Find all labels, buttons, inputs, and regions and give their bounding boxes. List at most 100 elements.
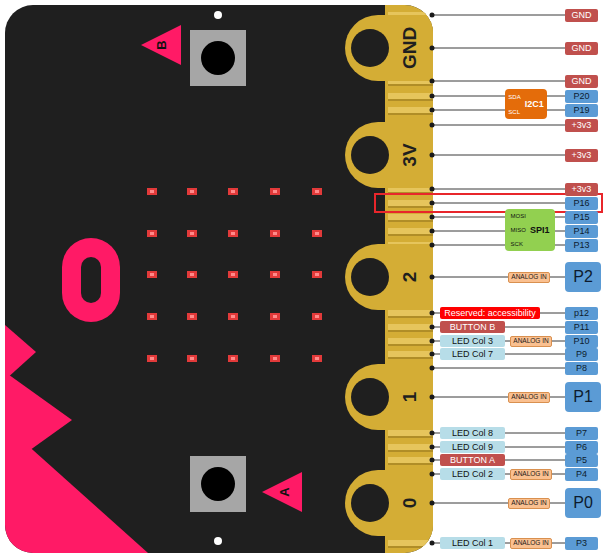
- logo-triangle: [5, 425, 148, 553]
- led: [312, 271, 322, 278]
- large-pin-label: P2: [565, 262, 601, 292]
- pin-dot: [430, 79, 435, 84]
- pin-dot: [430, 325, 435, 330]
- led-glint: [150, 315, 154, 318]
- pin-text: P2: [573, 269, 593, 285]
- led-glint: [231, 273, 235, 276]
- pin-text: Reserved: accessibility: [444, 309, 536, 318]
- led: [187, 230, 197, 237]
- pin-label: P8: [565, 362, 598, 375]
- logo-triangle: [5, 325, 36, 380]
- led: [228, 313, 238, 320]
- pin-strip: [388, 444, 433, 450]
- pin-label: P10: [565, 335, 598, 348]
- pin-text: BUTTON A: [450, 456, 495, 465]
- pin-label: P15: [565, 211, 598, 224]
- pin-text: LED Col 2: [452, 470, 493, 479]
- pin-text: P10: [573, 337, 589, 346]
- pin-strip: [388, 351, 433, 357]
- pin-gap: [388, 331, 433, 332]
- mount-hole: [214, 11, 222, 19]
- led: [312, 313, 322, 320]
- led-glint: [231, 232, 235, 235]
- pin-text: P20: [573, 92, 589, 101]
- pin-strip: [388, 338, 433, 344]
- edge-connector: [5, 5, 433, 553]
- button-tag: BUTTON B: [440, 321, 505, 333]
- pin-gap: [388, 207, 433, 208]
- pin-text: P4: [576, 470, 587, 479]
- pin-gap: [388, 437, 433, 438]
- mount-hole: [214, 537, 222, 545]
- pin-strip: [388, 228, 433, 234]
- pin-dot: [430, 339, 435, 344]
- pin-dot: [430, 229, 435, 234]
- pin-gap: [388, 114, 433, 115]
- logo: [62, 238, 120, 322]
- pin-dot: [430, 123, 435, 128]
- led-column-tag: LED Col 3: [440, 335, 505, 347]
- pin-dot: [430, 395, 435, 400]
- pin-gap: [388, 85, 433, 86]
- pin-gap: [388, 221, 433, 222]
- pin-text: P3: [576, 539, 587, 548]
- pin-wire: [432, 15, 570, 16]
- pin-dot: [430, 472, 435, 477]
- led-glint: [315, 190, 319, 193]
- led: [147, 230, 157, 237]
- led-glint: [190, 190, 194, 193]
- pin-text: P16: [573, 199, 589, 208]
- led: [312, 355, 322, 362]
- led: [228, 355, 238, 362]
- led-glint: [315, 357, 319, 360]
- led-glint: [315, 232, 319, 235]
- led: [270, 188, 280, 195]
- pin-text: P5: [576, 456, 587, 465]
- pin-text: P15: [573, 213, 589, 222]
- pin-label: p12: [565, 307, 598, 320]
- led: [147, 271, 157, 278]
- led-glint: [273, 357, 277, 360]
- pin-gap: [388, 358, 433, 359]
- pad-label: 3V: [400, 143, 419, 166]
- pin-text: P6: [576, 443, 587, 452]
- led-glint: [190, 273, 194, 276]
- pad-hole: [351, 484, 389, 522]
- pin-dot: [430, 366, 435, 371]
- led: [312, 230, 322, 237]
- pin-gap: [388, 464, 433, 465]
- pin-strip: [388, 324, 433, 330]
- led-glint: [150, 357, 154, 360]
- pin-wire: [432, 48, 570, 49]
- led: [270, 313, 280, 320]
- pin-text: BUTTON B: [450, 323, 495, 332]
- led: [270, 271, 280, 278]
- pin-dot: [430, 153, 435, 158]
- pin-strip: [388, 430, 433, 436]
- led: [147, 188, 157, 195]
- pin-text: ANALOG IN: [513, 540, 548, 547]
- pin-text: SPI1: [530, 226, 550, 235]
- pad-hole: [351, 258, 389, 296]
- button-a-marker: [262, 472, 302, 512]
- analog-tag: ANALOG IN: [508, 392, 550, 403]
- pin-text: P11: [574, 323, 589, 332]
- led-glint: [231, 315, 235, 318]
- led-matrix: [147, 188, 322, 362]
- pin-text: P9: [576, 350, 587, 359]
- button-tag: BUTTON A: [440, 454, 505, 466]
- analog-tag: ANALOG IN: [508, 272, 550, 283]
- pin2-pad: [345, 244, 433, 310]
- pin-text: LED Col 8: [452, 429, 493, 438]
- large-pin-label: P1: [565, 382, 601, 412]
- pin-strip: [388, 107, 433, 113]
- pin-text: P1: [573, 389, 593, 405]
- power-pin-label: GND: [565, 75, 598, 88]
- pin-dot: [430, 215, 435, 220]
- led: [228, 271, 238, 278]
- gnd-pad: [345, 15, 433, 81]
- led-glint: [273, 273, 277, 276]
- pin-strip: [388, 214, 433, 220]
- power-pin-label: +3v3: [565, 119, 598, 132]
